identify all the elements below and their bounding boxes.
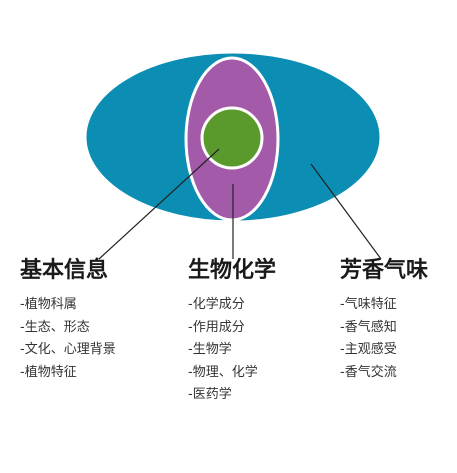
column-basic-info: 基本信息 -植物科属 -生态、形态 -文化、心理背景 -植物特征	[20, 256, 116, 384]
list-item: -作用成分	[188, 319, 245, 335]
leader-line-basic	[98, 148, 220, 260]
column-aroma: 芳香气味 -气味特征 -香气感知 -主观感受 -香气交流	[340, 256, 428, 384]
list-item: -生态、形态	[20, 319, 90, 335]
leader-line-aroma	[310, 163, 382, 260]
item-list-biochemistry: -化学成分 -作用成分 -生物学 -物理、化学 -医药学	[188, 294, 276, 407]
inner-circle-basic	[200, 106, 264, 170]
list-item: -生物学	[188, 342, 232, 357]
item-list-basic-info: -植物科属 -生态、形态 -文化、心理背景 -植物特征	[20, 294, 116, 384]
column-biochemistry: 生物化学 -化学成分 -作用成分 -生物学 -物理、化学 -医药学	[188, 256, 276, 407]
list-item: -香气交流	[340, 364, 397, 380]
list-item: -化学成分	[188, 297, 245, 312]
list-item: -植物特征	[20, 364, 77, 380]
column-title-biochemistry: 生物化学	[188, 258, 277, 283]
list-item: -主观感受	[340, 342, 397, 357]
list-item: -气味特征	[340, 297, 397, 312]
column-title-basic-info: 基本信息	[20, 258, 109, 283]
list-item: -植物科属	[20, 297, 77, 312]
item-list-aroma: -气味特征 -香气感知 -主观感受 -香气交流	[340, 294, 428, 384]
list-item: -医药学	[188, 387, 232, 402]
list-item: -文化、心理背景	[20, 342, 116, 357]
column-title-aroma: 芳香气味	[340, 258, 429, 283]
list-item: -物理、化学	[188, 364, 258, 380]
list-item: -香气感知	[340, 319, 397, 335]
